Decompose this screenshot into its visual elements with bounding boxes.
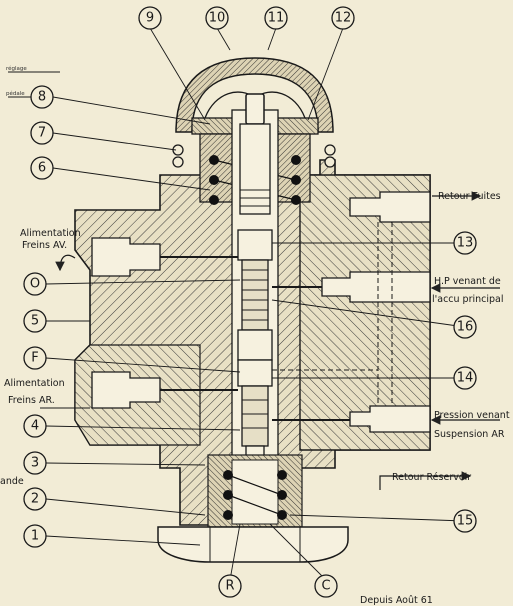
svg-text:11: 11 <box>268 11 285 26</box>
bottom-spring <box>207 454 303 528</box>
label-retour-reservoir: Retour Réservoir <box>392 472 471 483</box>
svg-text:O: O <box>30 277 40 292</box>
svg-text:C: C <box>321 579 330 594</box>
label-depuis: Depuis Août 61 <box>360 595 433 606</box>
callout-10: 10 <box>205 6 229 30</box>
svg-text:1: 1 <box>31 529 39 544</box>
svg-text:12: 12 <box>335 11 352 26</box>
callout-4: 4 <box>23 414 47 438</box>
callout-R: R <box>218 574 242 598</box>
label-alim-av-1: Alimentation <box>20 228 81 239</box>
port-rear-brakes <box>91 371 238 409</box>
callout-14: 14 <box>453 366 477 390</box>
svg-text:R: R <box>225 579 234 594</box>
callout-12: 12 <box>331 6 355 30</box>
port-leak-return <box>349 191 431 223</box>
label-left-cut: ande <box>0 476 24 487</box>
coil-left <box>172 144 184 168</box>
svg-text:16: 16 <box>457 320 474 335</box>
label-reglage: réglage <box>6 65 27 72</box>
svg-text:5: 5 <box>31 314 39 329</box>
svg-text:F: F <box>31 351 38 366</box>
label-alim-av-2: Freins AV. <box>22 240 67 251</box>
callout-5: 5 <box>23 309 47 333</box>
callout-7: 7 <box>30 121 54 145</box>
port-front-brakes <box>91 237 238 277</box>
label-alim-ar-1: Alimentation <box>4 378 65 389</box>
callout-9: 9 <box>138 6 162 30</box>
svg-text:3: 3 <box>31 456 39 471</box>
arrow-reservoir-return <box>379 471 472 490</box>
svg-text:2: 2 <box>31 492 39 507</box>
svg-text:4: 4 <box>31 419 39 434</box>
label-hp-venant-2: l'accu principal <box>432 294 504 305</box>
svg-text:6: 6 <box>38 161 46 176</box>
label-pression-2: Suspension AR <box>434 429 505 440</box>
callout-C: C <box>314 574 338 598</box>
callout-16: 16 <box>453 315 477 339</box>
callout-F: F <box>23 346 47 370</box>
callout-8: 8 <box>30 85 54 109</box>
svg-text:8: 8 <box>38 90 46 105</box>
port-hp-accumulator <box>272 271 431 303</box>
valve-spool <box>237 93 273 507</box>
callout-O: O <box>23 272 47 296</box>
label-alim-ar-2: Freins AR. <box>8 395 55 406</box>
callout-15: 15 <box>453 509 477 533</box>
callout-6: 6 <box>30 156 54 180</box>
label-pedale: pédale <box>6 90 25 97</box>
coil-right <box>324 144 336 168</box>
callout-3: 3 <box>23 451 47 475</box>
svg-text:9: 9 <box>146 11 154 26</box>
arrow-front-brakes <box>55 254 76 272</box>
port-rear-suspension <box>272 405 431 433</box>
leader-lines <box>8 27 466 581</box>
svg-text:7: 7 <box>38 126 46 141</box>
label-hp-venant-1: H.P venant de <box>434 276 501 287</box>
svg-text:13: 13 <box>457 236 474 251</box>
callout-11: 11 <box>264 6 288 30</box>
callout-2: 2 <box>23 487 47 511</box>
callout-13: 13 <box>453 231 477 255</box>
label-pression-1: Pression venant <box>434 410 510 421</box>
bottom-plug <box>157 526 349 563</box>
callout-1: 1 <box>23 524 47 548</box>
label-retour-fuites: Retour Fuites <box>438 191 501 202</box>
svg-text:14: 14 <box>457 371 474 386</box>
svg-text:15: 15 <box>457 514 474 529</box>
internal-passage <box>272 222 393 406</box>
svg-text:10: 10 <box>209 11 226 26</box>
